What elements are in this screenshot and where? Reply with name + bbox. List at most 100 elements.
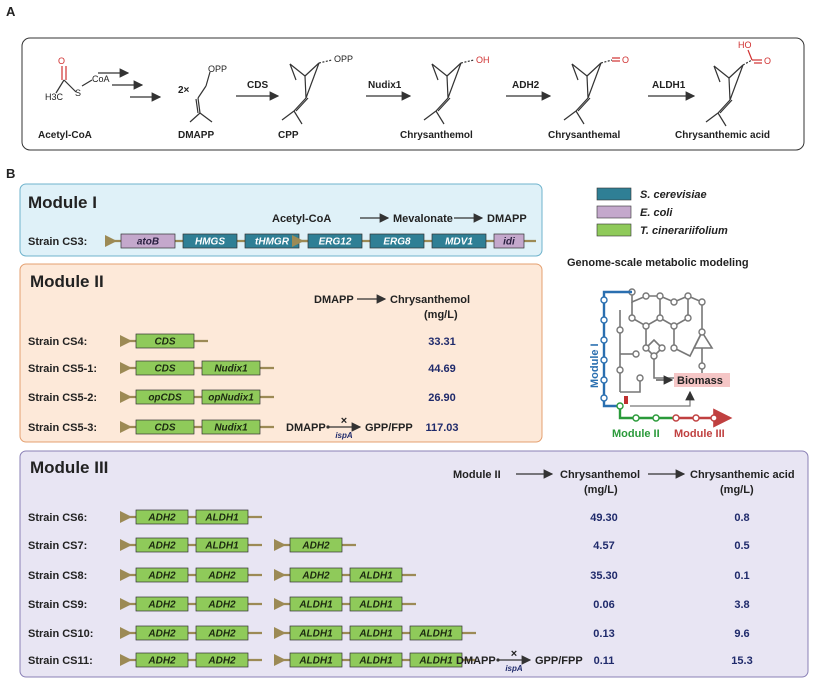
gene-label: opCDS: [148, 393, 182, 404]
gene-label: ERG8: [383, 237, 411, 248]
gene-box-aldh1: [409, 625, 463, 641]
module-3-box: [19, 450, 809, 678]
gene-box-aldh1: [349, 567, 403, 583]
m2-unit: (mg/L): [424, 309, 458, 321]
promoter-arrow-icon: [292, 235, 304, 247]
gene-box-nudix1: [201, 360, 261, 376]
m3-header-chrysanthemic-acid: Chrysanthemic acid: [690, 469, 795, 481]
gene-label: ALDH1: [358, 600, 393, 611]
m1-pathway-acetyl-coa: Acetyl-CoA: [272, 213, 331, 225]
ispa-arrow-tail: [326, 425, 330, 429]
gene-box-adh2: [195, 625, 249, 641]
enzyme-cds: CDS: [247, 80, 268, 91]
gene-box-atob: [120, 233, 176, 249]
dmapp-structure: [189, 71, 213, 123]
chrysanthemol-titer: 35.30: [590, 570, 618, 582]
gene-label: CDS: [154, 364, 175, 375]
gene-box-aldh1: [289, 596, 343, 612]
gene-box-aldh1: [289, 625, 343, 641]
biomass-label: Biomass: [677, 375, 723, 387]
gene-box-aldh1: [409, 652, 463, 668]
gene-box-erg12: [307, 233, 363, 249]
promoter-arrow-icon: [120, 569, 132, 581]
m1-pathway-dmapp: DMAPP: [487, 213, 527, 225]
gene-label: ALDH1: [358, 656, 393, 667]
gene-box-nudix1: [201, 419, 261, 435]
promoter-arrow-icon: [120, 362, 132, 374]
promoter-arrow-icon: [120, 598, 132, 610]
compound-chrysanthemic-acid: Chrysanthemic acid: [675, 130, 770, 141]
compound-chrysanthemal: Chrysanthemal: [548, 130, 620, 141]
enzyme-nudix1: Nudix1: [368, 80, 402, 91]
biomass-box: [674, 373, 730, 387]
promoter-arrow-icon: [105, 235, 117, 247]
module-3-title: Module III: [30, 458, 108, 477]
promoter-arrow-icon: [274, 627, 286, 639]
gene-box-aldh1: [195, 537, 249, 553]
compound-chrysanthemol: Chrysanthemol: [400, 130, 473, 141]
m3-header-module-2: Module II: [453, 469, 501, 481]
gene-label: CDS: [154, 423, 175, 434]
gene-box-hmgs: [182, 233, 238, 249]
ispa-gene-label: ispA: [335, 431, 353, 440]
two-x-label: 2×: [178, 85, 190, 96]
enzyme-adh2: ADH2: [512, 80, 540, 91]
gene-box-aldh1: [349, 596, 403, 612]
gene-label: ADH2: [147, 571, 176, 582]
promoter-arrow-icon: [274, 654, 286, 666]
promoter-arrow-icon: [274, 539, 286, 551]
o-label-3: O: [764, 56, 771, 66]
gene-label: ALDH1: [418, 656, 453, 667]
gsmm-module-3-label: Module III: [674, 428, 725, 440]
gene-label: atoB: [137, 237, 159, 248]
gene-box-adh2: [195, 567, 249, 583]
gene-box-adh2: [135, 537, 189, 553]
strain-label: Strain CS5-1:: [28, 363, 97, 375]
strain-label: Strain CS5-2:: [28, 392, 97, 404]
ispa-gene-label: ispA: [505, 664, 523, 673]
compound-acetyl-coa: Acetyl-CoA: [38, 130, 92, 141]
ispa-blocked-mark: ×: [511, 648, 517, 660]
gene-label: opNudix1: [208, 393, 254, 404]
gsmm-module-1-label: Module I: [589, 343, 601, 388]
gene-label: ADH2: [207, 571, 236, 582]
cpp-structure: [281, 59, 333, 125]
opp-label-1: OPP: [208, 64, 227, 74]
chrysanthemol-titer: 26.90: [428, 392, 456, 404]
gene-box-idi: [493, 233, 525, 249]
opp-label-2: OPP: [334, 54, 353, 64]
m1-pathway-mevalonate: Mevalonate: [393, 213, 453, 225]
gene-label: tHMGR: [255, 237, 290, 248]
panel-b-label: B: [6, 166, 15, 181]
legend-t-cinerariifolium: T. cinerariifolium: [640, 225, 728, 237]
ho-label: HO: [738, 40, 752, 50]
chrysanthemic-acid-titer: 0.1: [734, 570, 749, 582]
chrysanthemol-titer: 0.13: [593, 628, 614, 640]
gene-label: ADH2: [147, 513, 176, 524]
gene-box-adh2: [195, 596, 249, 612]
compound-dmapp: DMAPP: [178, 130, 214, 141]
gene-label: ADH2: [207, 600, 236, 611]
h3c-label: H3C: [45, 92, 64, 102]
legend-swatch-s-cerevisiae: [596, 187, 632, 201]
gene-box-cds: [135, 360, 195, 376]
gene-box-adh2: [135, 625, 189, 641]
gene-box-cds: [135, 333, 195, 349]
panel-a-label: A: [6, 4, 16, 19]
promoter-arrow-icon: [274, 569, 286, 581]
legend-e-coli: E. coli: [640, 207, 673, 219]
gene-box-adh2: [135, 509, 189, 525]
compound-cpp: CPP: [278, 130, 299, 141]
strain-label: Strain CS6:: [28, 512, 87, 524]
oh-label: OH: [476, 55, 490, 65]
chrysanthemic-acid-structure: [705, 49, 762, 127]
m3-unit-2: (mg/L): [720, 484, 754, 496]
module-1-title: Module I: [28, 193, 97, 212]
gene-label: ADH2: [147, 600, 176, 611]
strain-label: Strain CS11:: [28, 655, 93, 667]
module-2-title: Module II: [30, 272, 104, 291]
chrysanthemol-titer: 0.11: [594, 655, 615, 667]
gene-box-opnudix1: [201, 389, 261, 405]
legend-swatch-e-coli: [596, 205, 632, 219]
